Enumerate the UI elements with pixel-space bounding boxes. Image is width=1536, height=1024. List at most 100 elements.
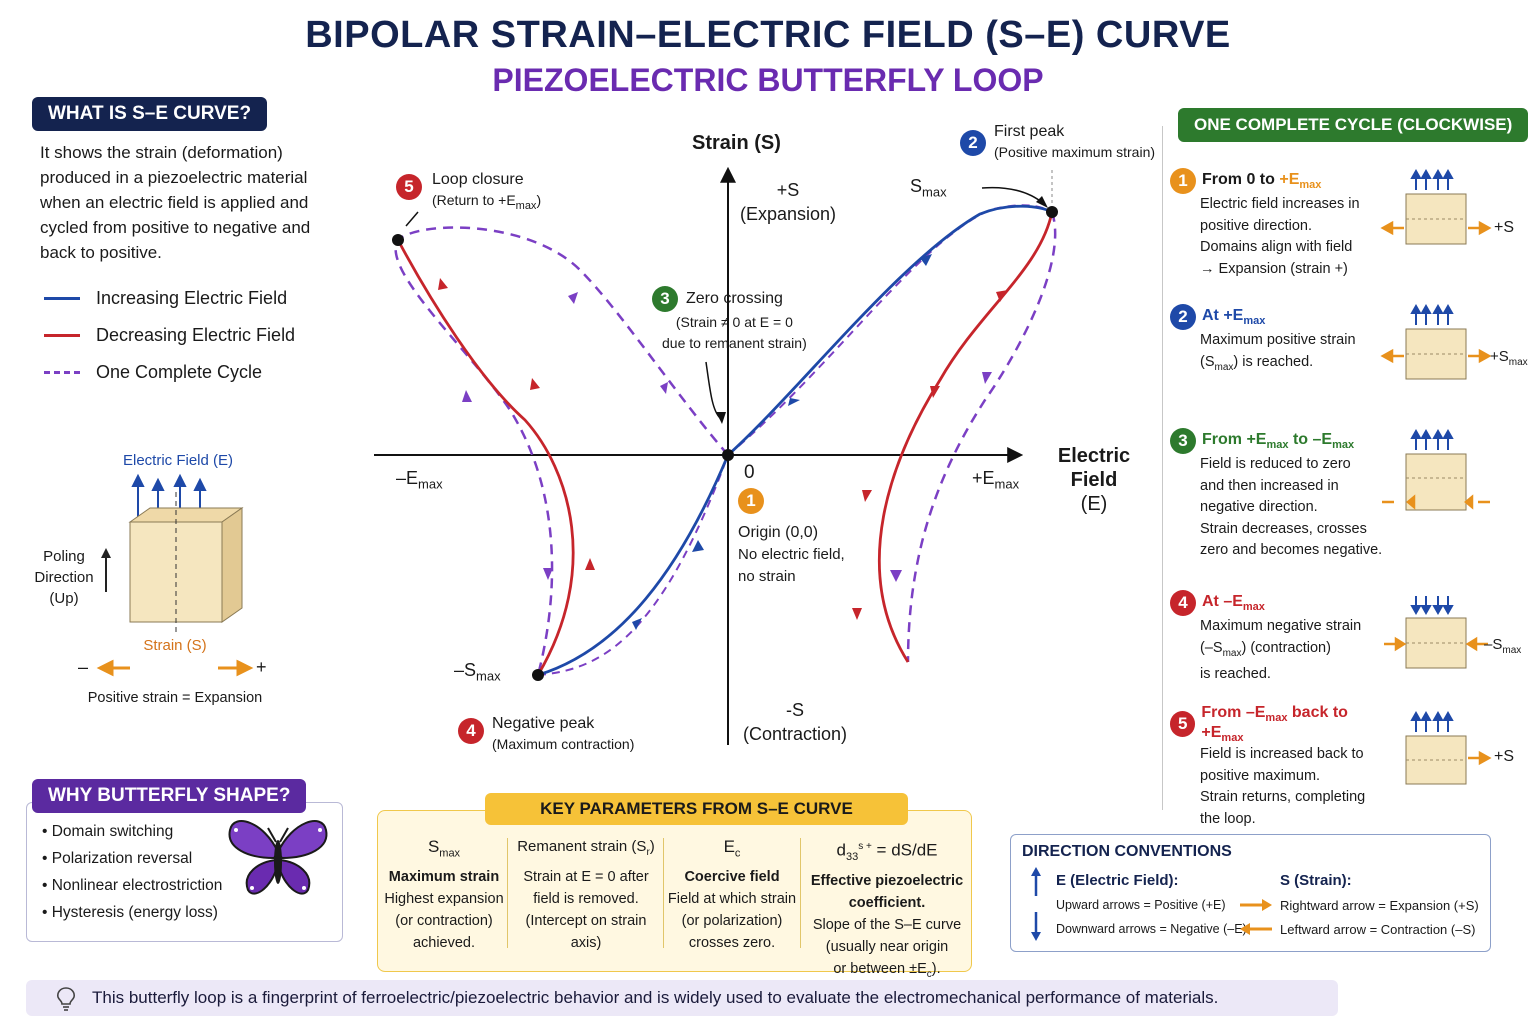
cycle-step-3: 3 From +Emax to –Emax Field is reduced t… bbox=[1170, 428, 1385, 562]
step-badge: 2 bbox=[960, 130, 986, 156]
key-col-smax: Smax Maximum strain Highest expansion (o… bbox=[384, 837, 504, 952]
why-heading: WHY BUTTERFLY SHAPE? bbox=[32, 779, 307, 813]
red-arrowhead bbox=[585, 558, 595, 570]
key-separator bbox=[800, 838, 801, 948]
pos-emax-label: +Emax bbox=[972, 468, 1020, 492]
step-badge: 1 bbox=[738, 488, 764, 514]
legend-dashed-line bbox=[44, 370, 80, 374]
increasing-field-curve bbox=[537, 204, 1053, 677]
step-5-strain-label: +S bbox=[1494, 748, 1515, 765]
point-4-callout: 4 Negative peak (Maximum contraction) bbox=[458, 714, 634, 754]
footer-text: This butterfly loop is a fingerprint of … bbox=[92, 988, 1219, 1007]
cycle-step-5: 5 From –Emax back to +Emax Field is incr… bbox=[1170, 704, 1390, 830]
purple-arrowhead bbox=[890, 570, 902, 582]
red-arrowhead bbox=[930, 386, 940, 398]
why-item: • Domain switching bbox=[42, 823, 174, 840]
purple-arrowhead bbox=[568, 292, 578, 304]
key-col-remanent: Remanent strain (Sr) Strain at E = 0 aft… bbox=[517, 838, 655, 951]
origin-zero-label: 0 bbox=[744, 462, 755, 483]
key-separator bbox=[507, 838, 508, 948]
point-5-callout: 5 Loop closure (Return to +Emax) bbox=[396, 170, 541, 216]
why-item: • Polarization reversal bbox=[42, 850, 193, 867]
step-badge: 1 bbox=[1170, 168, 1196, 194]
purple-arrowhead bbox=[982, 372, 992, 384]
origin-point bbox=[722, 449, 734, 461]
cycle-heading: ONE COMPLETE CYCLE (CLOCKWISE) bbox=[1178, 108, 1529, 142]
legend-increasing: Increasing Electric Field bbox=[44, 285, 287, 311]
purple-arrowhead bbox=[660, 382, 668, 394]
loop-closure-point bbox=[392, 234, 404, 246]
purple-arrowhead bbox=[543, 568, 553, 580]
page-subtitle: PIEZOELECTRIC BUTTERFLY LOOP bbox=[492, 62, 1044, 98]
point-1-callout: 1 Origin (0,0) No electric field, no str… bbox=[738, 488, 845, 588]
blue-arrowhead bbox=[788, 398, 800, 406]
decreasing-field-curve-left bbox=[396, 239, 575, 676]
legend-red-line bbox=[44, 333, 80, 337]
legend-label: Decreasing Electric Field bbox=[96, 324, 296, 345]
red-arrowhead bbox=[438, 278, 448, 290]
poling-caption: Positive strain = Expansion bbox=[87, 690, 263, 706]
neg-emax-label: –Emax bbox=[396, 468, 443, 492]
neg-smax-label: –Smax bbox=[454, 660, 501, 684]
pointer-head bbox=[1036, 196, 1048, 208]
why-item: • Nonlinear electrostriction bbox=[42, 877, 223, 894]
s-left-text: Leftward arrow = Contraction (–S) bbox=[1280, 922, 1476, 937]
poling-field-label: Electric Field (E) bbox=[122, 452, 234, 469]
direction-conventions-box bbox=[1010, 834, 1491, 952]
poling-illustration bbox=[96, 473, 254, 677]
direction-heading: DIRECTION CONVENTIONS bbox=[1022, 843, 1232, 860]
e-up-text: Upward arrows = Positive (+E) bbox=[1056, 898, 1226, 912]
neg-smax-point bbox=[532, 669, 544, 681]
page-title: BIPOLAR STRAIN–ELECTRIC FIELD (S–E) CURV… bbox=[305, 14, 1231, 56]
key-col-ec: Ec Coercive field Field at which strain … bbox=[667, 837, 797, 952]
cycle-step-4: 4 At –Emax Maximum negative strain (–Sma… bbox=[1170, 590, 1375, 685]
step-badge: 5 bbox=[1170, 711, 1196, 738]
legend-cycle: One Complete Cycle bbox=[44, 359, 262, 385]
strain-arrows-icon bbox=[1240, 899, 1272, 935]
why-item: • Hysteresis (energy loss) bbox=[42, 904, 218, 921]
step-badge: 4 bbox=[1170, 590, 1196, 616]
decreasing-field-curve-right bbox=[878, 211, 1054, 663]
cycle-path-right bbox=[906, 211, 1057, 663]
intro-text: It shows the strain (deformation) produc… bbox=[40, 143, 311, 262]
poling-direction-label: Poling Direction (Up) bbox=[34, 548, 94, 607]
red-arrowhead bbox=[996, 290, 1008, 302]
butterfly-icon bbox=[228, 820, 328, 895]
cycle-path-bottom bbox=[537, 454, 729, 676]
x-axis-label: Electric Field(E) bbox=[1057, 445, 1131, 515]
minus-s-label: -S(Contraction) bbox=[742, 700, 848, 744]
strain-plus: + bbox=[256, 657, 267, 677]
point-2-callout: 2 First peak (Positive maximum strain) bbox=[960, 122, 1155, 162]
s-right-text: Rightward arrow = Expansion (+S) bbox=[1280, 898, 1479, 913]
blue-arrowhead bbox=[920, 254, 932, 266]
field-arrows-icon bbox=[1031, 867, 1041, 941]
zero-crossing-pointer bbox=[705, 361, 721, 419]
step-1-strain-label: +S bbox=[1494, 219, 1515, 236]
step-badge: 3 bbox=[652, 286, 678, 312]
purple-arrowhead bbox=[462, 390, 472, 402]
s-strain-heading: S (Strain): bbox=[1280, 872, 1352, 889]
smax-pointer bbox=[981, 186, 1045, 205]
step-4-strain-label: –Smax bbox=[1484, 636, 1522, 656]
cycle-step-2: 2 At +Emax Maximum positive strain (Smax… bbox=[1170, 304, 1375, 378]
strain-minus: – bbox=[78, 657, 89, 677]
e-field-heading: E (Electric Field): bbox=[1056, 872, 1179, 889]
step-badge: 2 bbox=[1170, 304, 1196, 330]
cycle-cube-diagrams bbox=[1380, 168, 1492, 785]
pointer-head bbox=[716, 412, 726, 424]
intro-heading: WHAT IS S–E CURVE? bbox=[32, 97, 268, 131]
smax-label: Smax bbox=[910, 176, 947, 200]
red-arrowhead bbox=[852, 608, 862, 620]
legend-label: One Complete Cycle bbox=[96, 361, 263, 382]
red-arrowhead bbox=[862, 490, 872, 502]
step-badge: 4 bbox=[458, 718, 484, 744]
key-separator bbox=[663, 838, 664, 948]
legend-label: Increasing Electric Field bbox=[96, 287, 288, 308]
step-badge: 3 bbox=[1170, 428, 1196, 454]
right-separator bbox=[1162, 126, 1163, 810]
lightbulb-icon bbox=[57, 987, 75, 1011]
step-2-strain-label: +Smax bbox=[1490, 348, 1528, 368]
smax-point bbox=[1046, 206, 1058, 218]
cycle-step-1: 1 From 0 to +Emax Electric field increas… bbox=[1170, 168, 1375, 280]
plus-s-label: +S(Expansion) bbox=[739, 180, 837, 224]
